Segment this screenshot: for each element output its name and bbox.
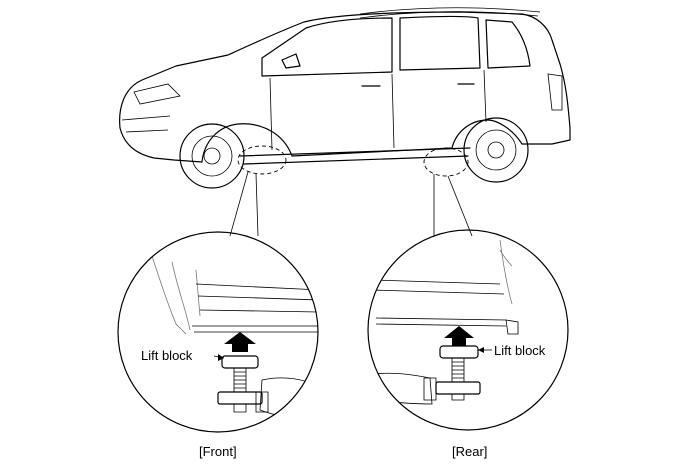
front-lift-arrow-icon bbox=[224, 332, 256, 352]
rear-leader-line-right bbox=[447, 175, 473, 237]
front-lift-block bbox=[221, 355, 259, 369]
front-caption: [Front] bbox=[199, 444, 237, 459]
front-detail-view bbox=[117, 231, 319, 433]
rear-caption: [Rear] bbox=[452, 444, 488, 459]
front-lift-point-marker bbox=[237, 145, 287, 175]
rear-lift-point-marker bbox=[423, 147, 469, 177]
rear-lift-block-label: Lift block bbox=[494, 343, 546, 358]
front-leader-line-left bbox=[229, 171, 249, 237]
rear-lift-arrow-icon bbox=[444, 326, 474, 346]
front-leader-line-right bbox=[255, 173, 259, 237]
rear-detail-view bbox=[367, 229, 569, 431]
vehicle-side-view bbox=[119, 7, 571, 189]
front-lift-block-label: Lift block bbox=[141, 348, 193, 363]
rear-lift-block bbox=[439, 345, 479, 359]
